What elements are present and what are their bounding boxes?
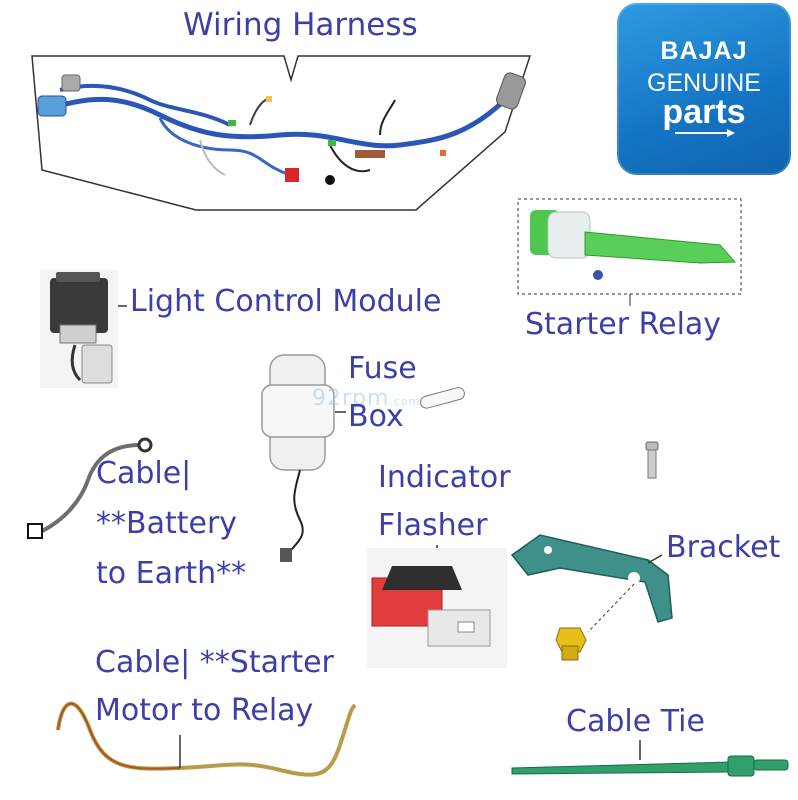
logo-line-2: GENUINE bbox=[647, 69, 761, 97]
watermark-suffix: .com bbox=[389, 395, 421, 408]
watermark: 92rpm.com bbox=[312, 386, 420, 411]
indicator-flasher-label-line2: Flasher bbox=[378, 508, 488, 543]
cable-tie-label: Cable Tie bbox=[566, 704, 705, 739]
indicator-flasher-label-line1: Indicator bbox=[378, 460, 511, 495]
light-control-module-label: Light Control Module bbox=[130, 284, 442, 319]
fuse-box-label-line2: Box bbox=[348, 399, 404, 434]
battery-cable-label-line1: Cable| bbox=[96, 456, 192, 491]
logo-line-3: parts bbox=[662, 93, 746, 131]
battery-cable-label-line2: **Battery bbox=[96, 506, 238, 541]
logo-line-1: BAJAJ bbox=[660, 37, 748, 65]
fuse-box-label-line1: Fuse bbox=[348, 351, 417, 386]
starter-relay-frame bbox=[517, 198, 742, 295]
watermark-main: 92rpm bbox=[312, 386, 390, 411]
bajaj-genuine-parts-logo: BAJAJ GENUINE parts bbox=[617, 3, 791, 175]
starter-relay-label: Starter Relay bbox=[525, 307, 722, 342]
battery-cable-label-line3: to Earth** bbox=[96, 556, 247, 591]
harness-main-wire bbox=[44, 93, 512, 149]
logo-arrow-icon bbox=[675, 129, 735, 137]
starter-cable-label-line1: Cable| **Starter bbox=[95, 645, 334, 680]
bracket-label: Bracket bbox=[666, 530, 781, 565]
starter-cable-label-line2: Motor to Relay bbox=[95, 693, 314, 728]
wiring-harness-label: Wiring Harness bbox=[183, 7, 418, 43]
